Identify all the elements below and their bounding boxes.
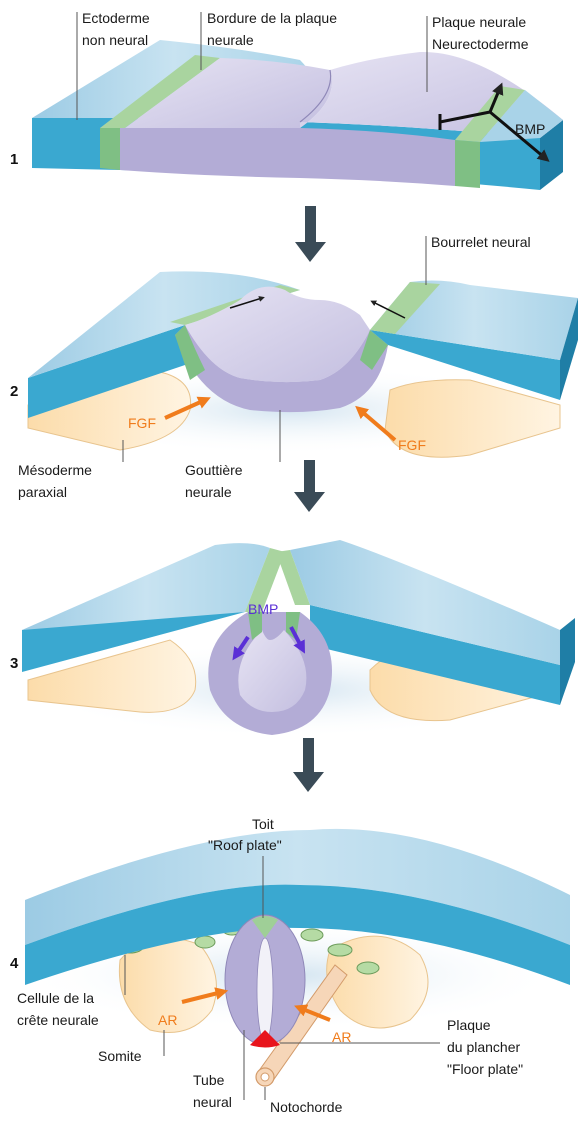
down-arrow-3 (293, 738, 324, 792)
signal-fgf-left: FGF (128, 415, 156, 431)
signal-bmp-1: BMP (515, 121, 545, 137)
label-tube: Tube (193, 1072, 225, 1088)
label-du-plancher: du plancher (447, 1039, 521, 1055)
label-tube-neural: neural (193, 1094, 232, 1110)
label-plaque-neurale: Plaque neurale (432, 14, 526, 30)
label-paraxial: paraxial (18, 484, 67, 500)
label-cellule: Cellule de la (17, 990, 94, 1006)
label-non-neural: non neural (82, 32, 148, 48)
panel-2-neural-groove (28, 271, 578, 457)
label-floor-plate: "Floor plate" (447, 1061, 523, 1077)
label-bordure-neurale: neurale (207, 32, 254, 48)
step-number-4: 4 (10, 955, 19, 972)
label-gouttiere: Gouttière (185, 462, 243, 478)
step-number-3: 3 (10, 655, 18, 672)
label-notochorde: Notochorde (270, 1099, 343, 1115)
signal-bmp-3: BMP (248, 601, 278, 617)
label-bourrelet: Bourrelet neural (431, 234, 531, 250)
panel-3-neural-folds (22, 540, 575, 738)
label-crete-neurale: crête neurale (17, 1012, 99, 1028)
label-toit: Toit (252, 816, 274, 832)
label-ectoderme: Ectoderme (82, 10, 150, 26)
label-gouttiere-neurale: neurale (185, 484, 232, 500)
signal-fgf-right: FGF (398, 437, 426, 453)
down-arrow-2 (294, 460, 325, 512)
down-arrow-1 (295, 206, 326, 262)
label-plaque-plancher: Plaque (447, 1017, 491, 1033)
step-number-2: 2 (10, 383, 18, 400)
label-neurectoderme: Neurectoderme (432, 36, 529, 52)
label-roof-plate: "Roof plate" (208, 837, 282, 853)
label-somite: Somite (98, 1048, 142, 1064)
label-mesoderme: Mésoderme (18, 462, 92, 478)
label-bordure: Bordure de la plaque (207, 10, 337, 26)
panel-1-neural-plate (32, 40, 563, 190)
step-number-1: 1 (10, 151, 18, 168)
signal-ar-left: AR (158, 1012, 177, 1028)
